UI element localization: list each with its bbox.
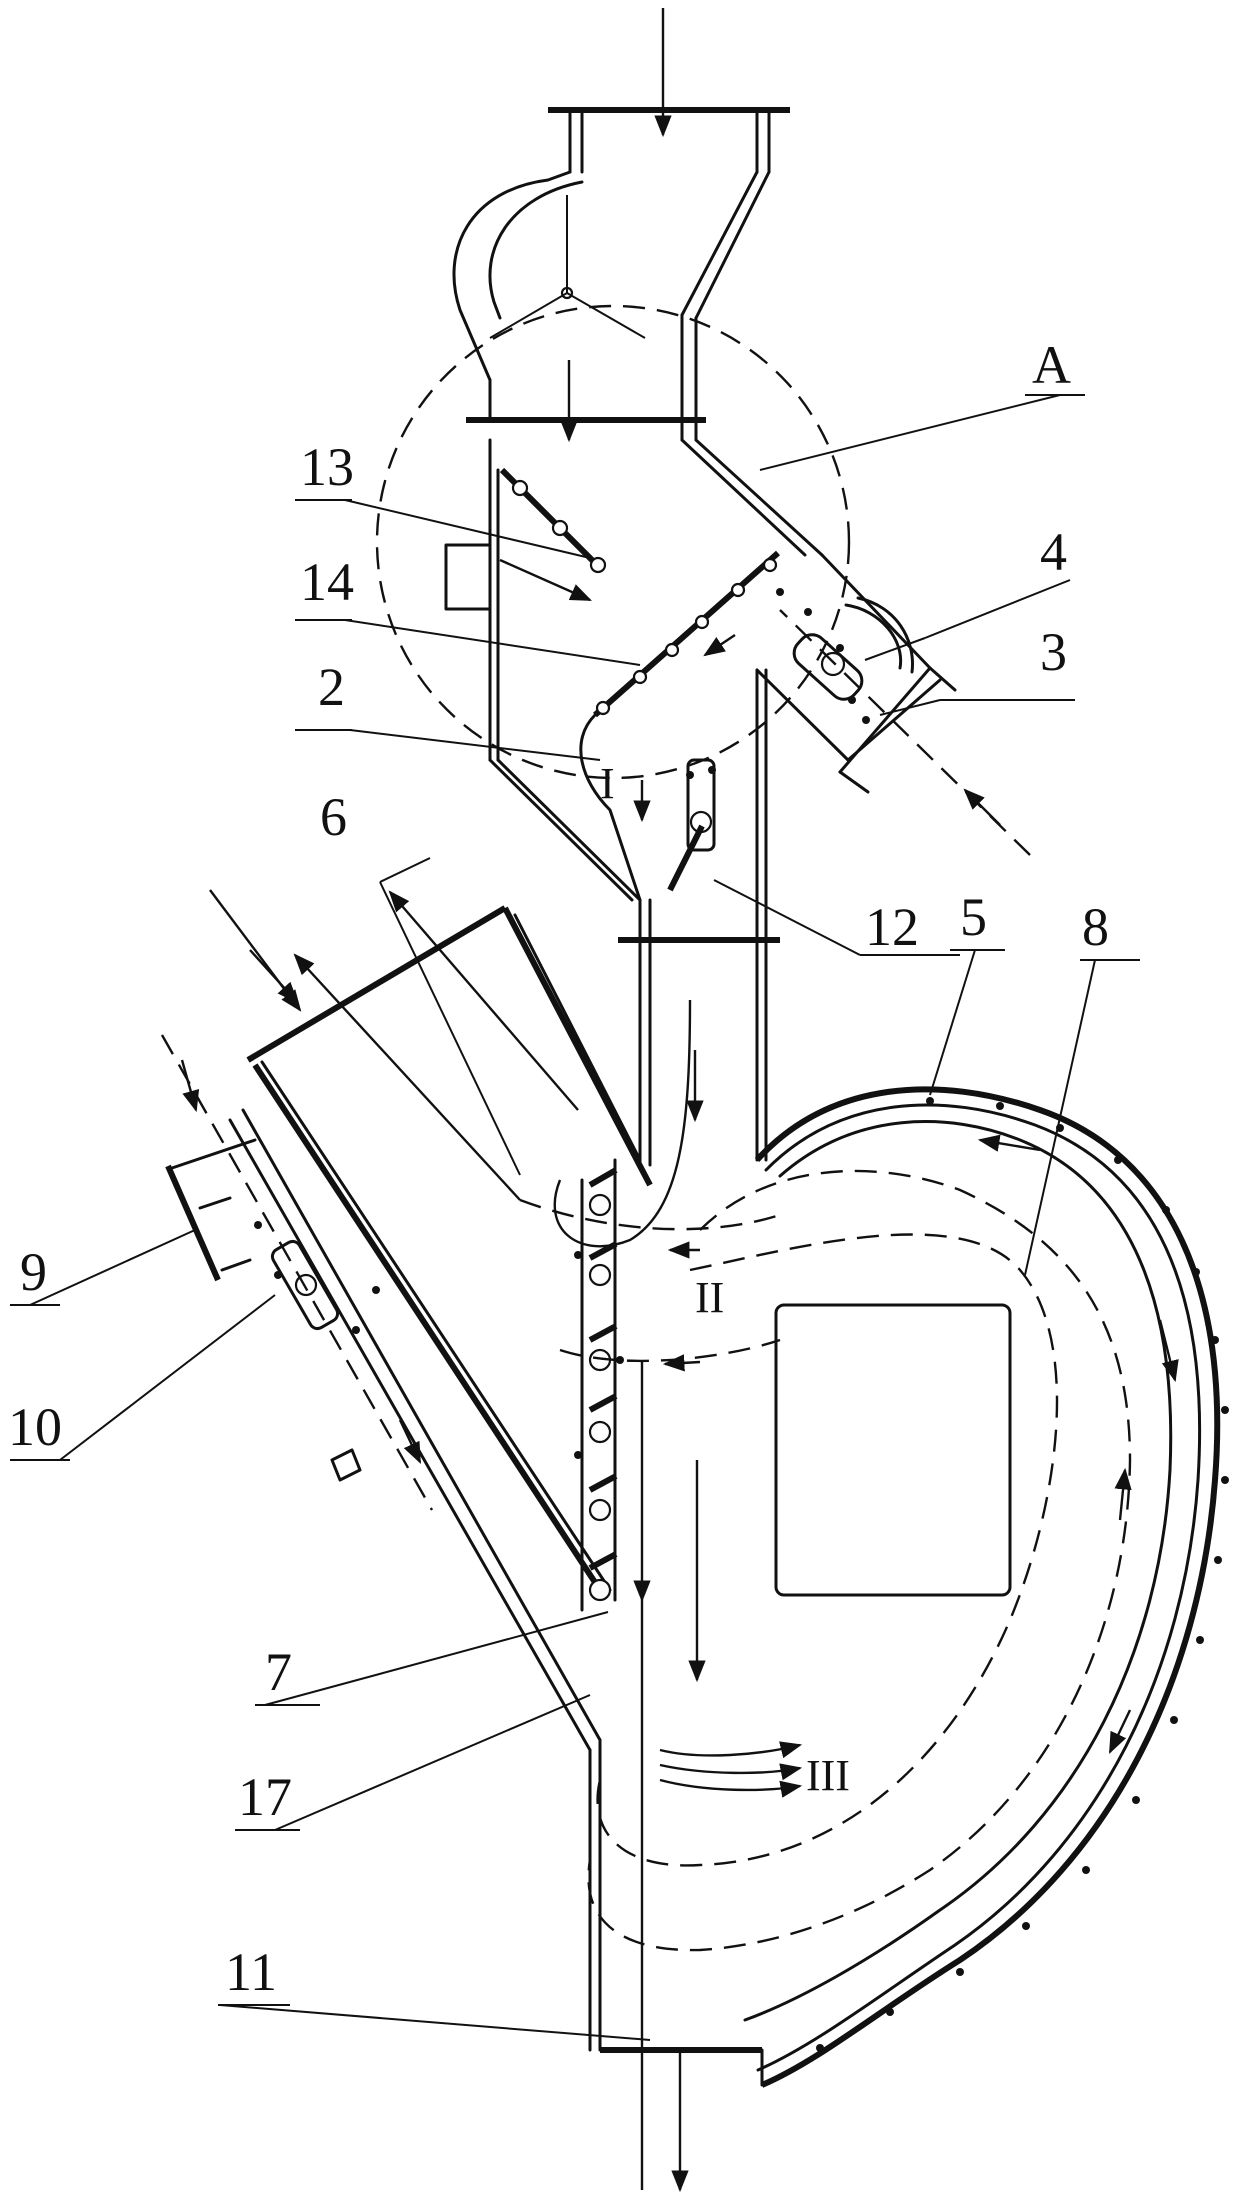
left-branch: [162, 1035, 600, 1750]
label-5: 5: [960, 887, 987, 947]
label-4: 4: [1040, 522, 1067, 582]
label-17: 17: [238, 1767, 292, 1827]
label-3: 3: [1040, 622, 1067, 682]
screen-7: [574, 1160, 624, 1610]
left-outlet: [210, 890, 650, 1590]
label-6: 6: [320, 787, 347, 847]
internal-box: [776, 1305, 1010, 1595]
leader-lines: [10, 395, 1140, 2040]
side-branch: [780, 555, 1030, 855]
label-9: 9: [20, 1242, 47, 1302]
flow-mark-iii: III: [806, 1751, 850, 1800]
label-11: 11: [225, 1942, 277, 2002]
detail-circle-a: [377, 306, 849, 778]
label-14: 14: [300, 552, 354, 612]
valve-12: [670, 760, 716, 890]
label-a: A: [1032, 335, 1071, 395]
flow-mark-ii: II: [695, 1273, 724, 1322]
label-7: 7: [265, 1642, 292, 1702]
label-10: 10: [8, 1397, 62, 1457]
label-8: 8: [1082, 897, 1109, 957]
label-13: 13: [300, 437, 354, 497]
flow-mark-i: I: [600, 759, 615, 808]
casing: [588, 1089, 1229, 2085]
bottom-outlet: [590, 1740, 762, 2190]
label-2: 2: [318, 657, 345, 717]
top-inlet: [454, 110, 790, 440]
label-12: 12: [865, 897, 919, 957]
